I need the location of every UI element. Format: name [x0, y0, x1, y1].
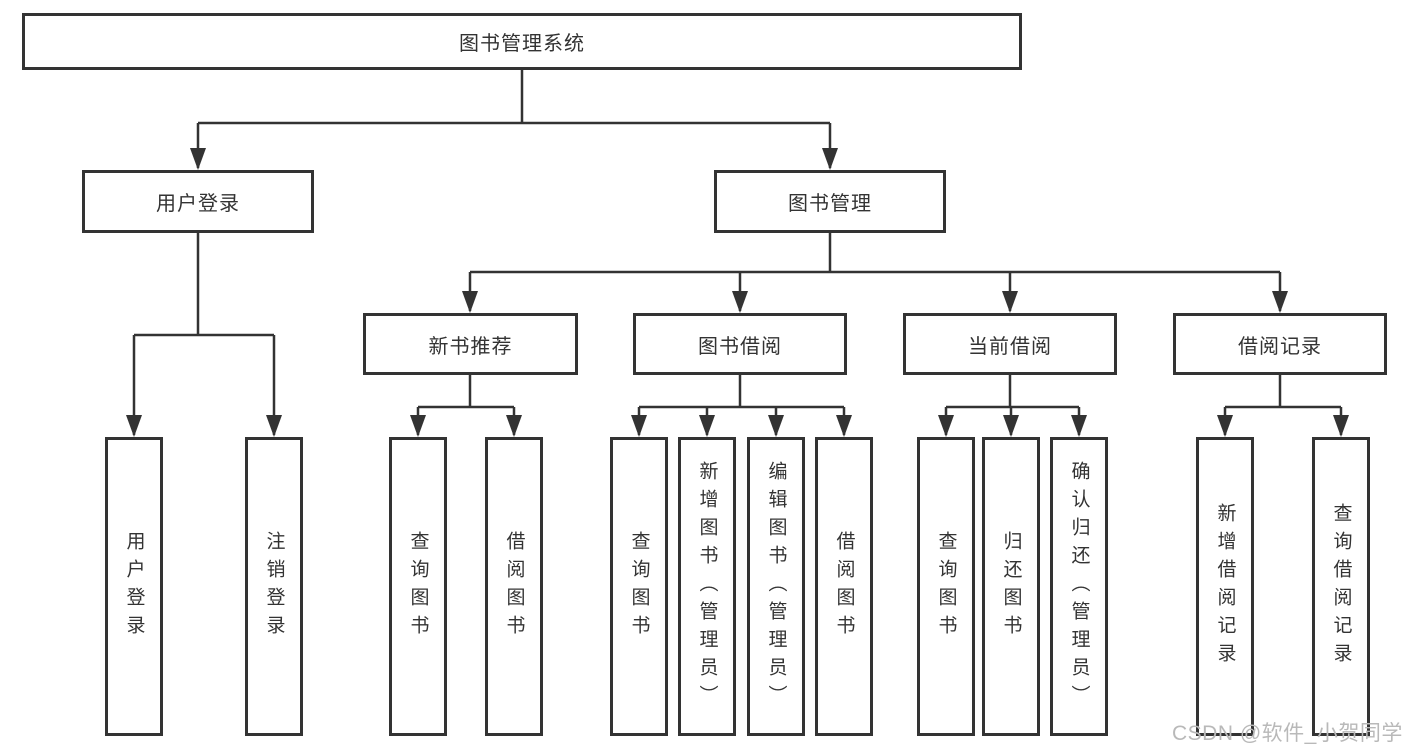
node-book-management: 图书管理 — [714, 170, 946, 233]
leaf-query-books-recommend: 查询图书 — [389, 437, 447, 736]
leaf-label: 注销登录 — [263, 530, 285, 643]
node-label: 图书借阅 — [698, 335, 782, 358]
leaf-label: 借阅图书 — [833, 530, 855, 643]
connector-lines — [132, 70, 1343, 435]
leaf-confirm-return-admin: 确认归还（管理员） — [1050, 437, 1108, 736]
node-new-book-recommendation: 新书推荐 — [363, 313, 578, 375]
leaf-borrow-books-borrowing: 借阅图书 — [815, 437, 873, 736]
leaf-label: 借阅图书 — [503, 530, 525, 643]
node-current-borrowing: 当前借阅 — [903, 313, 1117, 375]
leaf-label: 查询图书 — [407, 530, 429, 643]
watermark: CSDN @软件_小贺同学 — [1172, 722, 1403, 745]
leaf-borrow-books-recommend: 借阅图书 — [485, 437, 543, 736]
node-label: 图书管理系统 — [459, 33, 585, 55]
leaf-query-books-current: 查询图书 — [917, 437, 975, 736]
leaf-label: 新增借阅记录 — [1214, 502, 1236, 671]
leaf-label: 新增图书（管理员） — [696, 460, 718, 713]
node-label: 当前借阅 — [968, 335, 1052, 358]
node-label: 新书推荐 — [428, 335, 513, 358]
leaf-label: 归还图书 — [1000, 530, 1022, 643]
leaf-label: 用户登录 — [123, 530, 145, 643]
leaf-label: 编辑图书（管理员） — [765, 460, 787, 713]
leaf-label: 查询借阅记录 — [1330, 502, 1352, 671]
node-label: 图书管理 — [788, 193, 872, 215]
leaf-label: 查询图书 — [935, 530, 957, 643]
leaf-add-books-admin: 新增图书（管理员） — [678, 437, 736, 736]
node-library-management-system: 图书管理系统 — [22, 13, 1022, 70]
node-borrowing-records: 借阅记录 — [1173, 313, 1387, 375]
leaf-logout: 注销登录 — [245, 437, 303, 736]
node-label: 用户登录 — [156, 193, 240, 215]
leaf-query-books-borrowing: 查询图书 — [610, 437, 668, 736]
node-book-borrowing: 图书借阅 — [633, 313, 847, 375]
leaf-label: 确认归还（管理员） — [1068, 460, 1090, 713]
leaf-label: 查询图书 — [628, 530, 650, 643]
leaf-query-borrow-record: 查询借阅记录 — [1312, 437, 1370, 736]
leaf-user-login: 用户登录 — [105, 437, 163, 736]
leaf-edit-books-admin: 编辑图书（管理员） — [747, 437, 805, 736]
node-user-login-branch: 用户登录 — [82, 170, 314, 233]
leaf-return-books: 归还图书 — [982, 437, 1040, 736]
node-label: 借阅记录 — [1238, 335, 1322, 358]
leaf-add-borrow-record: 新增借阅记录 — [1196, 437, 1254, 736]
